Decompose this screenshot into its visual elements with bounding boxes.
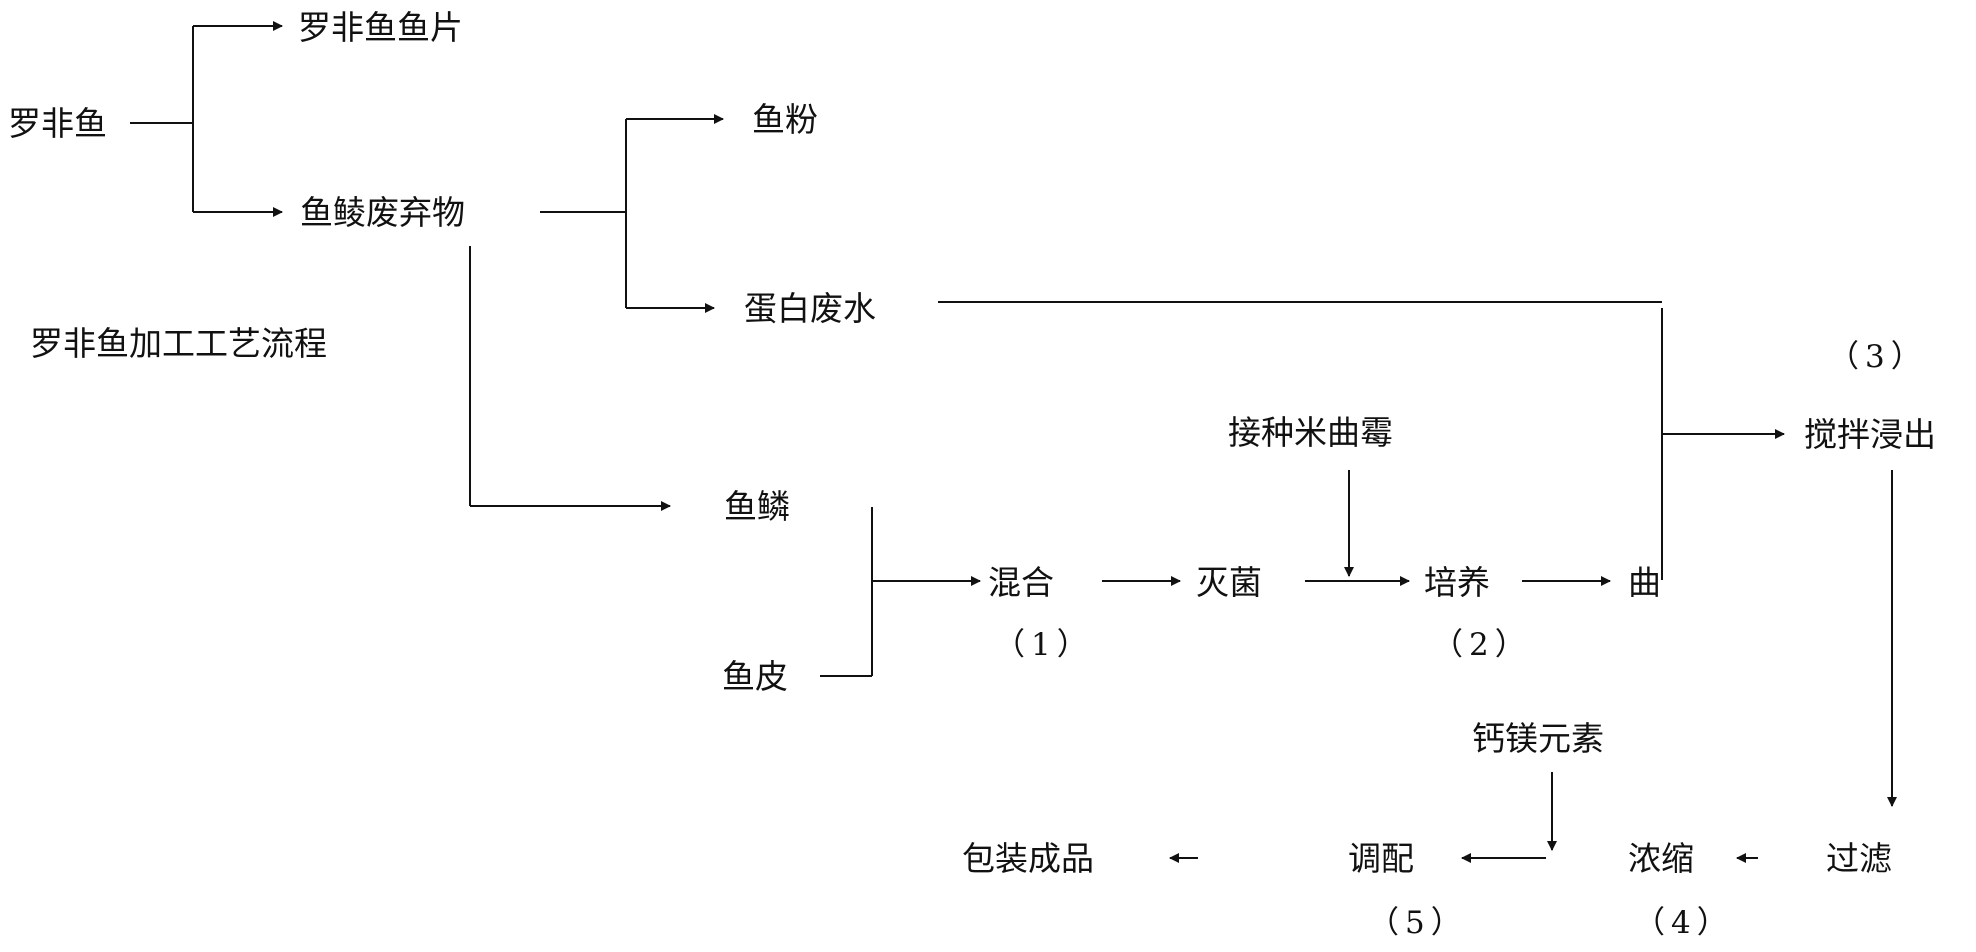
node-fishmeal: 鱼粉	[752, 100, 818, 139]
node-fillet: 罗非鱼鱼片	[298, 8, 463, 47]
node-blend-number: （5）	[1368, 905, 1468, 941]
node-ferment-number: （2）	[1432, 627, 1532, 663]
node-blend: 调配	[1348, 839, 1414, 878]
node-concentrate-number: （4）	[1634, 905, 1734, 941]
node-fish-skin: 鱼皮	[722, 657, 788, 696]
node-concentrate: 浓缩	[1628, 839, 1694, 878]
node-ferment: 培养	[1424, 563, 1490, 602]
node-roffish: 罗非鱼	[8, 104, 107, 143]
node-package: 包装成品	[962, 839, 1094, 878]
node-stir-number: （3）	[1828, 339, 1928, 375]
diagram-title: 罗非鱼加工工艺流程	[30, 324, 327, 363]
node-mix-number: （1）	[994, 627, 1094, 663]
node-sterilize: 灭菌	[1196, 563, 1262, 602]
node-fish-scale: 鱼鳞	[724, 487, 790, 526]
node-koji: 曲	[1628, 563, 1661, 602]
node-protein: 蛋白废水	[744, 289, 876, 328]
node-stir: 搅拌浸出	[1804, 415, 1936, 454]
node-mix: 混合	[988, 563, 1054, 602]
node-filter: 过滤	[1826, 839, 1892, 878]
node-byproducts: 鱼鲮废弃物	[300, 193, 465, 232]
node-starter: 接种米曲霉	[1228, 413, 1393, 452]
node-calcium: 钙镁元素	[1472, 719, 1604, 758]
